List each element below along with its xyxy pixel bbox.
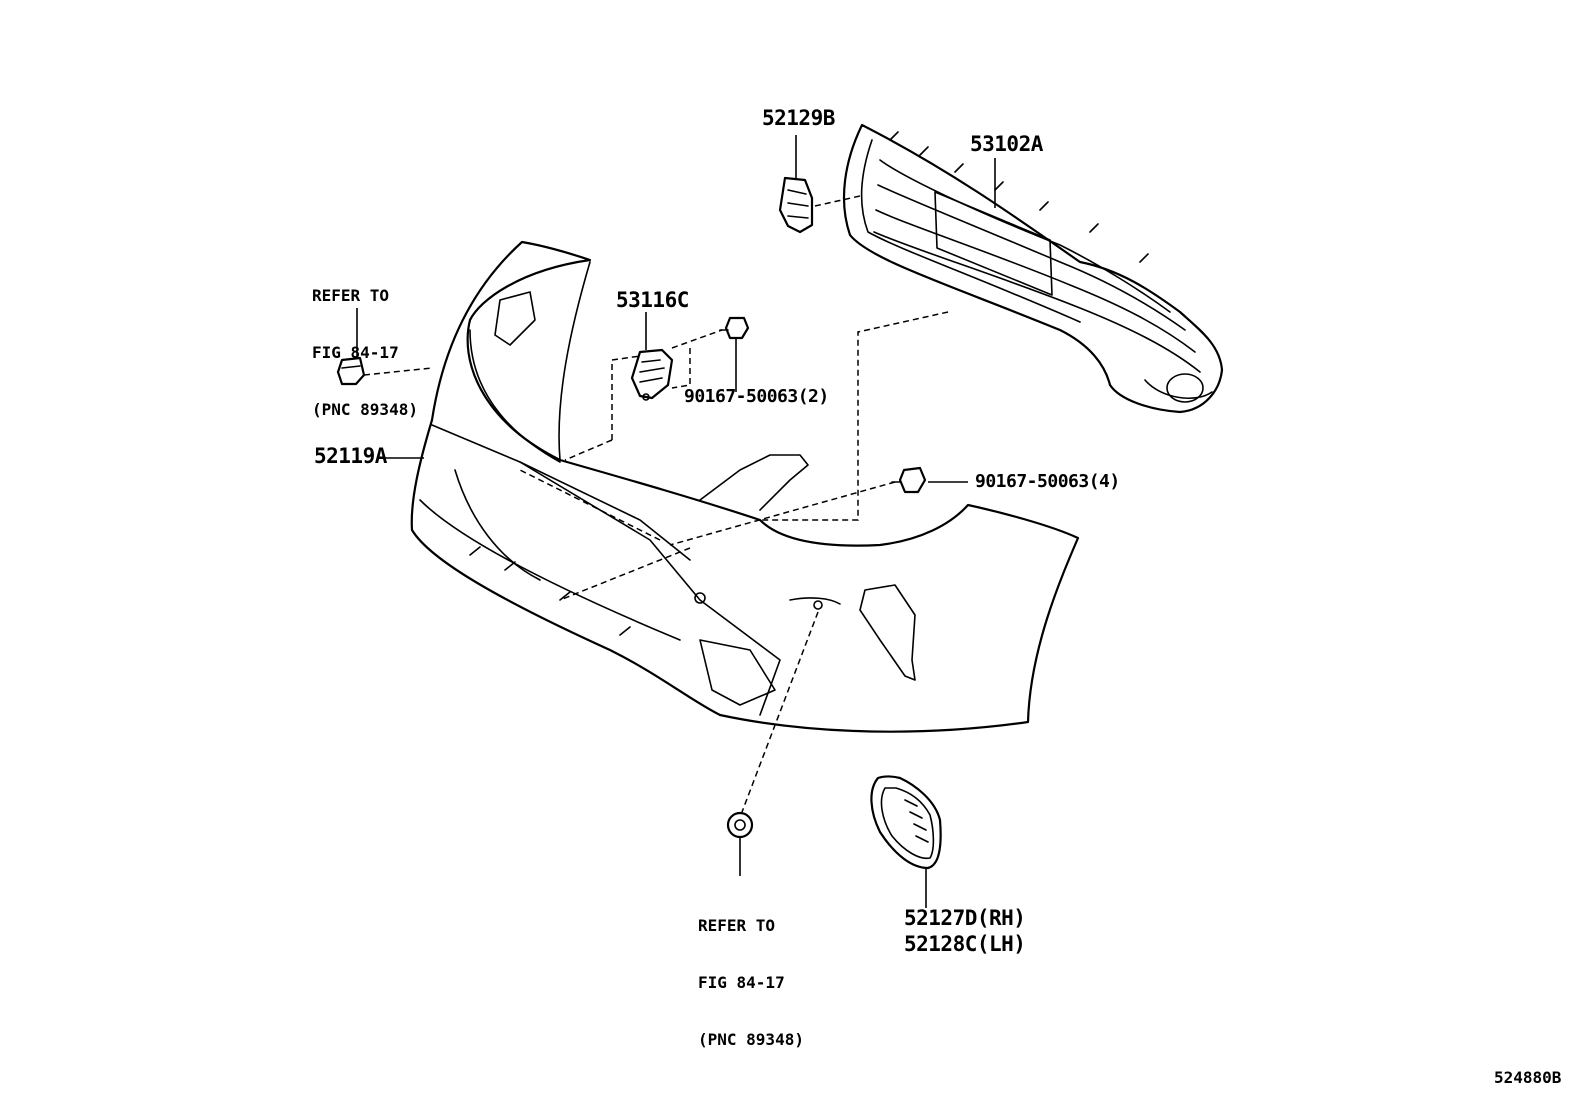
screw-small-part bbox=[719, 316, 750, 340]
grille-part bbox=[842, 123, 1224, 414]
screw-right-part bbox=[891, 466, 927, 494]
leader-lines bbox=[356, 135, 996, 908]
side-cover-part bbox=[870, 775, 942, 870]
clip-left-part bbox=[336, 356, 366, 386]
refer-note-bottom: REFER TO FIG 84-17 (PNC 89348) bbox=[698, 878, 804, 1068]
refer-line-2: FIG 84-17 bbox=[312, 343, 399, 362]
label-52129B: 52129B bbox=[762, 106, 835, 130]
label-52128C-LH: 52128C(LH) bbox=[904, 932, 1026, 956]
label-90167-50063-4: 90167-50063(4) bbox=[975, 471, 1120, 492]
label-52127D-RH: 52127D(RH) bbox=[904, 906, 1026, 930]
label-90167-50063-2: 90167-50063(2) bbox=[684, 386, 829, 407]
figure-id: 524880B bbox=[1494, 1068, 1562, 1087]
refer-line-3: (PNC 89348) bbox=[698, 1030, 804, 1049]
label-53116C: 53116C bbox=[616, 288, 689, 312]
refer-line-1: REFER TO bbox=[312, 286, 390, 305]
bracket-part bbox=[630, 348, 674, 401]
label-52119A: 52119A bbox=[314, 444, 387, 468]
refer-note-left: REFER TO FIG 84-17 (PNC 89348) bbox=[312, 248, 418, 438]
retainer-top-part bbox=[778, 176, 861, 234]
refer-line-2: FIG 84-17 bbox=[698, 973, 785, 992]
refer-line-3: (PNC 89348) bbox=[312, 400, 418, 419]
refer-line-1: REFER TO bbox=[698, 916, 776, 935]
clip-bottom-part bbox=[726, 811, 754, 839]
assembly-lines bbox=[363, 311, 949, 813]
label-53102A: 53102A bbox=[970, 132, 1043, 156]
bumper-cover-part bbox=[410, 240, 1080, 733]
